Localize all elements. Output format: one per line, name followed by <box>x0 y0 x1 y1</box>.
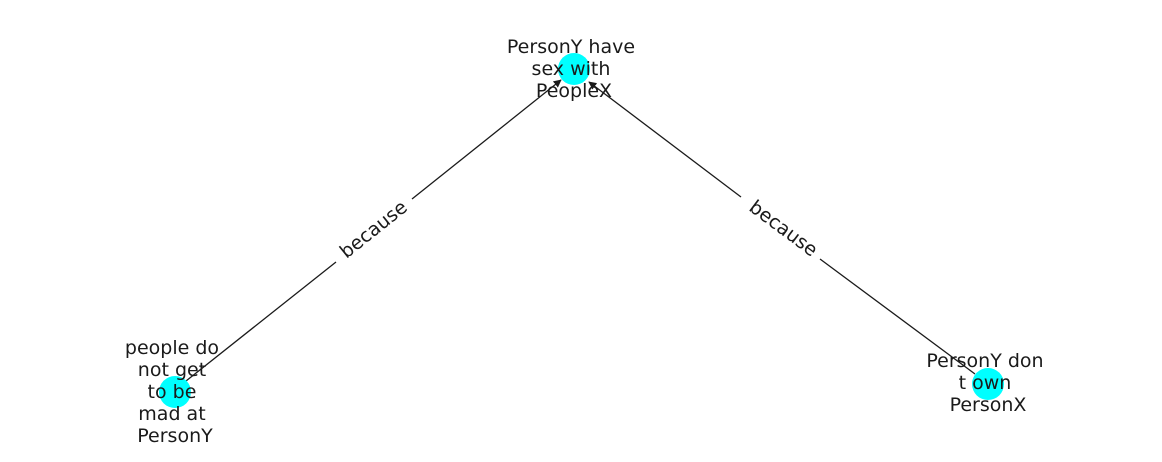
node-left: people do not get to be mad at PersonY <box>125 337 225 447</box>
node-label-line: people do <box>125 337 219 359</box>
node-label-line: to be <box>148 381 197 403</box>
edge-line <box>411 79 562 200</box>
node-label-line: t own <box>959 372 1012 394</box>
node-label-right: PersonY don t own PersonX <box>926 350 1049 416</box>
node-circle <box>558 53 590 85</box>
edge-label-right: because <box>745 196 822 261</box>
node-label-line: sex with <box>532 58 611 80</box>
node-top: PersonY have sex with PeopleX <box>507 36 641 102</box>
edge-left-to-top: because <box>185 79 562 382</box>
node-label-line: PersonY <box>137 425 213 447</box>
node-label-line: not get <box>138 359 206 381</box>
node-right: PersonY don t own PersonX <box>926 350 1049 416</box>
edge-line <box>185 261 337 382</box>
node-label-line: PersonY have <box>507 36 635 58</box>
node-circle <box>159 376 191 408</box>
edge-label-left: because <box>336 196 412 263</box>
node-label-top: PersonY have sex with PeopleX <box>507 36 641 102</box>
node-label-line: mad at <box>138 403 205 425</box>
edge-line <box>588 81 742 198</box>
node-label-left: people do not get to be mad at PersonY <box>125 337 225 447</box>
node-circle <box>972 368 1004 400</box>
node-label-line: PeopleX <box>536 80 612 102</box>
edge-line <box>819 258 976 375</box>
node-label-line: PersonY don <box>926 350 1043 372</box>
edge-right-to-top: because <box>588 81 976 375</box>
node-label-line: PersonX <box>950 394 1027 416</box>
